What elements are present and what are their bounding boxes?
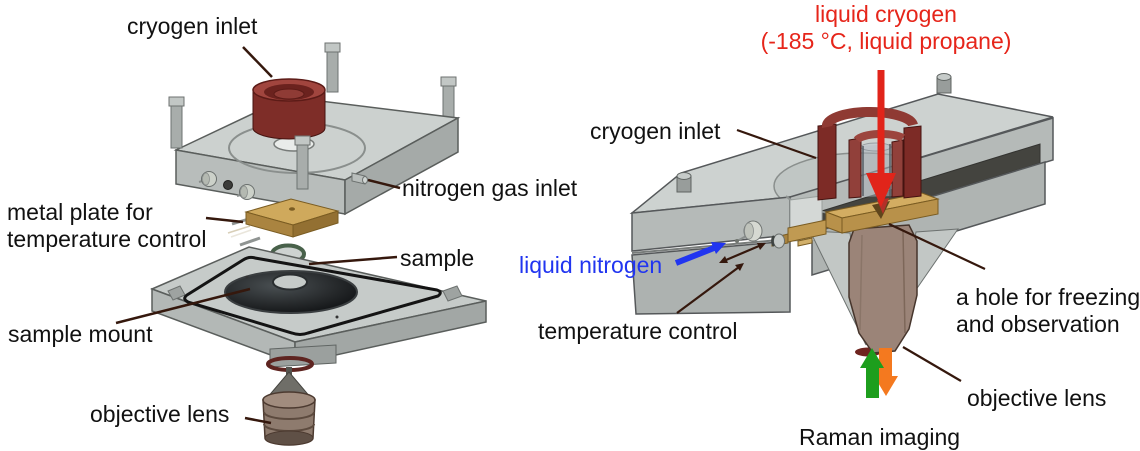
label-sample: sample: [400, 245, 475, 271]
temperature-leader-arrow: [676, 263, 744, 314]
label-objective-lens-left: objective lens: [90, 401, 230, 427]
objective-lens-section: [848, 224, 918, 357]
nitrogen-gas-inlet-port: [351, 172, 368, 185]
temperature-plate: [227, 198, 340, 247]
oring-groove: [183, 255, 442, 336]
label-liquid-cryogen: liquid cryogen (-185 °C, liquid propane): [760, 1, 1012, 54]
label-liquid-nitrogen: liquid nitrogen: [519, 252, 663, 278]
green-up-arrow-icon: [860, 348, 884, 398]
label-sample-mount: sample mount: [8, 321, 153, 347]
leader-line: [736, 128, 986, 382]
label-objective-lens-right: objective lens: [967, 385, 1107, 411]
label-metal-plate: metal plate for temperature control: [7, 199, 207, 252]
blue-right-arrow-icon: [674, 242, 726, 266]
objective-lens-barrel: [262, 367, 316, 446]
cryogen-inlet-cup: [252, 78, 326, 140]
sample-mount-plate: [149, 246, 487, 372]
orange-down-arrow-icon: [874, 348, 898, 396]
right-cross-section-view: [629, 70, 1054, 398]
label-raman-imaging: Raman imaging: [799, 424, 961, 450]
double-headed-arrow-icon: [719, 243, 766, 263]
label-cryogen-inlet-right: cryogen inlet: [590, 118, 721, 144]
label-nitrogen-gas-inlet: nitrogen gas inlet: [402, 175, 578, 201]
valve-knob: [735, 220, 763, 243]
port-hole: [771, 233, 785, 249]
label-temperature-control: temperature control: [538, 318, 738, 344]
left-exploded-view: [115, 42, 487, 446]
window-hole: [272, 273, 308, 291]
leader-line: [115, 46, 401, 425]
screw-post: [676, 73, 952, 193]
mount-step: [269, 344, 337, 368]
valve-knob: [198, 171, 255, 200]
screw-post: [324, 42, 457, 123]
label-cryogen-inlet-left: cryogen inlet: [127, 13, 258, 39]
window-recess: [224, 270, 358, 314]
red-down-arrow-icon: [866, 70, 896, 207]
screw-post: [168, 96, 311, 190]
label-freezing-hole: a hole for freezing and observation: [956, 284, 1140, 337]
